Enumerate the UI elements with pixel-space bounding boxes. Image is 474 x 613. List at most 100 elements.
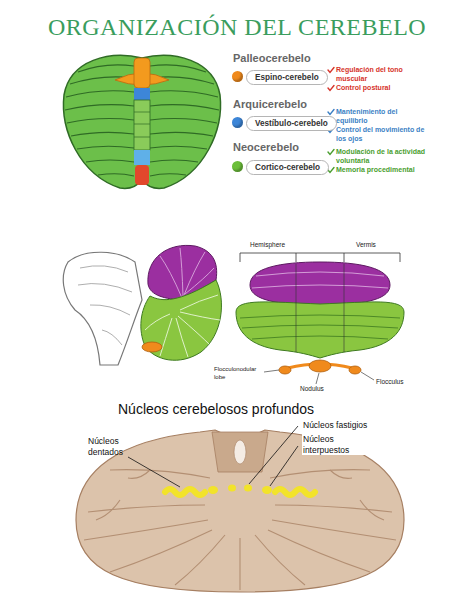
legend-swatch [232,161,243,172]
part-label: Hemisphere [250,241,310,249]
section-heading: Arquicerebelo [233,98,333,112]
cerebellum-superior-view [98,174,134,176]
cerebellum-flattened-view [264,370,374,384]
check-marks [328,150,334,155]
cerebellum-section [270,446,298,486]
cerebellum-superior-view [150,119,217,123]
cerebellum-superior-view [135,165,149,185]
check-marks [328,110,334,115]
cerebellum-flattened-view [309,360,331,372]
part-label: Flocculonodular lobe [214,366,264,381]
page-title: ORGANIZACIÓN DEL CEREBELO [0,14,474,41]
cerebellum-flattened-view [296,253,297,262]
cerebellum-superior-view [134,112,150,137]
function-item: Regulación del tono muscular [336,66,428,84]
cerebellum-sagittal-view [160,318,172,356]
cerebellum-sagittal-view [180,295,218,310]
cerebellum-section [270,470,370,478]
cerebellum-superior-view [77,146,134,149]
cerebellum-flattened-view [252,336,388,339]
cerebellum-section [76,426,404,592]
legend-text: Espino-cerebelo [255,73,319,82]
cerebellum-flattened-view [242,325,398,328]
cerebellum-sagittal-view [63,245,221,365]
cerebellum-flattened-view [240,253,400,262]
function-item: Modulación de la actividad voluntaria [336,148,428,166]
cerebellum-superior-view [134,100,150,150]
cerebellum-sagittal-view [90,305,130,315]
cerebellum-sagittal-view [80,266,128,272]
cerebellum-section [275,489,315,495]
legend-text: Vestíbulo-cerebelo [255,119,328,128]
cerebellum-superior-view [134,112,150,113]
cerebellum-superior-view [67,119,134,123]
cerebellum-sagittal-view [141,280,222,360]
cerebellum-flattened-view [296,264,297,352]
section-heading: Neocerebelo [233,141,333,155]
cerebellum-flattened-view [296,264,344,352]
part-label: Núcleos interpuestos [302,434,368,455]
cerebellum-flattened-view [264,370,279,372]
cerebellum-sagittal-view [142,342,162,352]
cerebellum-section [88,505,205,512]
cerebellum-superior-view [134,137,150,138]
cerebellum-section [239,538,240,590]
cerebellum-flattened-view [316,373,319,384]
cerebellum-section [212,432,268,472]
cerebellum-flattened-view [256,272,384,276]
cerebellum-flattened-view [361,372,374,380]
cerebellum-sagittal-view [176,318,188,357]
cerebellum-superior-view [134,88,150,100]
cerebellum-section [84,470,396,590]
cerebellum-sagittal-view [180,312,220,320]
cerebellum-superior-view [150,132,213,136]
cerebellum-flattened-view [236,302,404,358]
cerebellum-section [272,520,396,540]
check-marks [328,86,334,91]
cerebellum-section [96,500,120,520]
cerebellum-sagittal-view [145,314,170,330]
cerebellum-section [360,500,384,520]
cerebellum-flattened-view [240,315,400,339]
cerebellum-sagittal-view [102,330,122,345]
cerebellum-superior-view [150,65,206,72]
cerebellum-section [165,489,205,495]
cerebellum-section [275,505,392,512]
legend-pill: Vestíbulo-cerebelo [246,116,337,131]
cerebellum-flattened-view [344,253,345,262]
cerebellum-superior-view [134,150,150,165]
cerebellum-section [244,485,252,492]
cerebellum-section [330,470,352,478]
cerebellum-superior-view [150,174,186,176]
cerebellum-flattened-view [252,285,388,288]
cerebellum-superior-view [150,160,198,162]
cerebellum-superior-view [65,105,134,110]
legend-pill: Cortico-cerebelo [246,160,329,175]
cerebellum-superior-view [150,146,207,149]
cerebellum-superior-view [66,91,134,97]
section-heading: Núcleos cerebelosos profundos [118,401,398,419]
cerebellum-sagittal-view [160,256,182,298]
cerebellum-superior-view [134,58,150,88]
cerebellum-superior-view [78,65,134,72]
section-heading: Palleocerebelo [233,52,333,66]
check-marks [328,68,334,73]
cerebellum-flattened-view [279,366,291,374]
cerebellum-flattened-view [236,253,404,384]
cerebellum-superior-view [150,91,218,97]
cerebellum-section [128,426,298,487]
cerebellum-section [208,486,218,494]
cerebellum-superior-view [86,160,134,162]
cerebellum-flattened-view [252,272,388,288]
cerebellum-section [262,486,272,494]
cerebellum-sagittal-view [78,266,132,345]
function-item: Control postural [336,84,428,93]
part-label: Vermis [356,241,396,249]
cerebellum-section [234,440,246,464]
cerebellum-flattened-view [344,264,345,352]
part-label: Flocculus [376,378,416,386]
cerebellum-sagittal-view [63,252,142,365]
cerebellum-superior-view [134,124,150,125]
cerebellum-sagittal-view [78,284,132,292]
